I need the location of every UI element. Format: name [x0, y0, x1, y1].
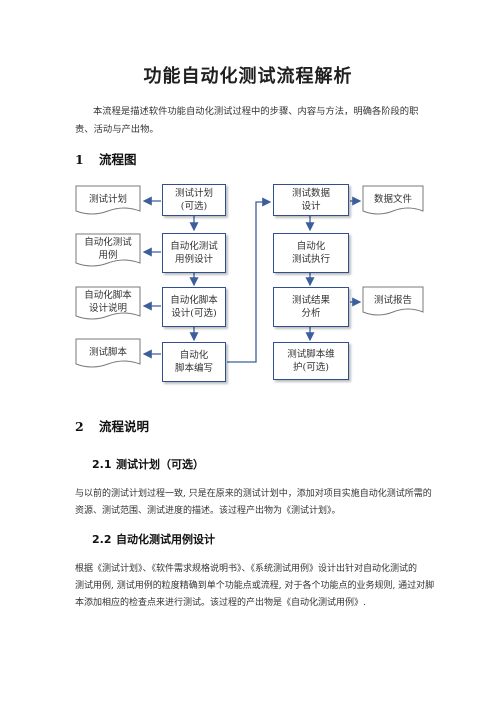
step-script-maintenance-line1: 测试脚本维	[287, 349, 335, 360]
step-auto-test-exec-line2: 测试执行	[291, 254, 330, 265]
step-script-writing-line2: 脚本编写	[174, 363, 213, 374]
step-auto-case-design-line1: 自动化测试	[170, 241, 218, 252]
subsection-title: 自动化测试用例设计	[116, 533, 215, 546]
section-title: 流程说明	[99, 419, 150, 434]
step-auto-case-design: 自动化测试用例设计	[162, 233, 226, 273]
page-title: 功能自动化测试流程解析	[143, 66, 353, 87]
section-number: 1	[75, 152, 84, 167]
paragraph-line: 与以前的测试计划过程一致, 只是在原来的测试计划中，添加对项目实施自动化测试所需…	[75, 489, 432, 499]
doc-test-script-label: 测试脚本	[88, 346, 127, 358]
section-number: 2	[75, 419, 84, 434]
paragraph-case-design: 根据《测试计划》、《软件需求规格说明书》、《系统测试用例》设计出针对自动化测试的…	[75, 561, 435, 612]
step-auto-test-exec: 自动化测试执行	[273, 233, 349, 273]
step-auto-case-design-line2: 用例设计	[174, 254, 213, 265]
subsection-heading-test-plan: 2.1 测试计划（可选）	[92, 456, 204, 472]
step-script-design: 自动化脚本设计(可选)	[162, 287, 226, 327]
step-test-plan-line1: 测试计划	[174, 188, 213, 199]
doc-auto-test-case-line1: 自动化测试	[84, 237, 132, 248]
paragraph-line: 资源、测试范围、测试进度的描述。该过程产出物为《测试计划》。	[75, 506, 341, 516]
step-result-analysis-line1: 测试结果	[291, 295, 330, 306]
step-test-plan-line2: (可选)	[180, 201, 208, 212]
step-test-data-design-line2: 设计	[301, 201, 321, 212]
step-script-design-line1: 自动化脚本	[170, 295, 218, 306]
step-test-data-design-line1: 测试数据	[291, 188, 330, 199]
step-test-plan: 测试计划 (可选)	[162, 184, 226, 216]
doc-script-design-spec-line2: 设计说明	[88, 303, 127, 314]
doc-test-report: 测试报告	[362, 286, 424, 318]
doc-script-design-spec-line1: 自动化脚本	[84, 290, 132, 301]
paragraph-line: 本添加相应的检查点来进行测试。该过程的产出物是《自动化测试用例》.	[75, 598, 366, 608]
subsection-title: 测试计划（可选）	[116, 458, 204, 471]
step-test-data-design: 测试数据设计	[273, 184, 349, 216]
doc-test-plan: 测试计划	[75, 185, 141, 217]
step-result-analysis-line2: 分析	[301, 308, 321, 319]
step-auto-test-exec-line1: 自动化	[296, 241, 326, 252]
section-heading-flowchart: 1 流程图	[75, 149, 137, 168]
subsection-number: 2.1	[92, 458, 112, 471]
doc-data-file: 数据文件	[362, 185, 424, 217]
step-script-writing: 自动化脚本编写	[162, 342, 226, 382]
section-title: 流程图	[99, 152, 137, 167]
paragraph-line: 根据《测试计划》、《软件需求规格说明书》、《系统测试用例》设计出针对自动化测试的	[75, 564, 418, 574]
doc-test-plan-label: 测试计划	[88, 193, 127, 205]
step-script-maintenance-line2: 护(可选)	[293, 362, 329, 373]
step-script-design-line2: 设计(可选)	[171, 308, 217, 319]
arrow-write-to-data	[227, 197, 272, 363]
subsection-number: 2.2	[92, 533, 112, 546]
paragraph-line: 测试用例, 测试用例的粒度精确到单个功能点或流程, 对于各个功能点的业务规则, …	[75, 581, 435, 591]
step-script-maintenance: 测试脚本维护(可选)	[273, 342, 349, 380]
step-result-analysis: 测试结果分析	[273, 287, 349, 327]
section-heading-process-description: 2 流程说明	[75, 416, 149, 435]
step-script-writing-line1: 自动化	[179, 350, 209, 361]
paragraph-test-plan: 与以前的测试计划过程一致, 只是在原来的测试计划中，添加对项目实施自动化测试所需…	[75, 486, 432, 520]
doc-script-design-spec: 自动化脚本设计说明	[75, 286, 141, 322]
doc-auto-test-case: 自动化测试用例	[75, 233, 141, 269]
intro-paragraph: 本流程是描述软件功能自动化测试过程中的步骤、内容与方法，明确各阶段的职责、活动与…	[75, 106, 419, 135]
doc-auto-test-case-line2: 用例	[98, 250, 118, 261]
doc-data-file-label: 数据文件	[373, 193, 412, 205]
doc-test-report-label: 测试报告	[373, 294, 412, 306]
subsection-heading-case-design: 2.2 自动化测试用例设计	[92, 531, 215, 547]
doc-test-script: 测试脚本	[75, 338, 141, 370]
